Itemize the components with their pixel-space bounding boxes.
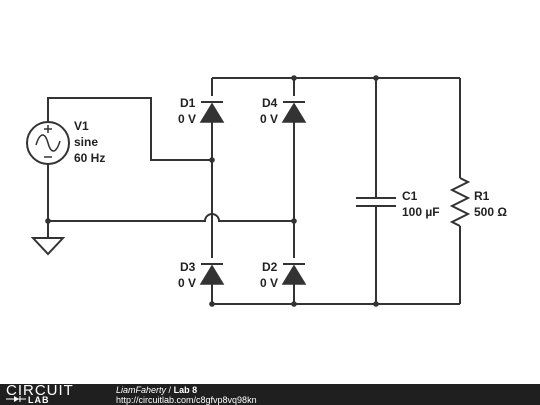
d4-name-label: D4 <box>262 96 278 110</box>
schematic-canvas: V1 sine 60 Hz D1 0 V D4 0 V D3 0 V D2 0 … <box>26 75 507 307</box>
plus-sign-icon <box>44 125 52 133</box>
diode-d3: D3 0 V <box>178 260 225 290</box>
ground-icon <box>30 237 66 256</box>
v1-name-label: V1 <box>74 119 89 133</box>
d3-value-label: 0 V <box>178 276 196 290</box>
junction-dot <box>291 301 297 307</box>
d1-name-label: D1 <box>180 96 196 110</box>
author-name[interactable]: LiamFaherty <box>116 385 167 395</box>
circuit-title[interactable]: Lab 8 <box>173 385 198 395</box>
wires <box>47 77 461 305</box>
d1-value-label: 0 V <box>178 112 196 126</box>
capacitor-c1: C1 100 µF <box>356 189 440 219</box>
diode-triangle-icon <box>199 102 225 123</box>
circuitlab-logo: CIRCUIT <box>6 382 74 399</box>
source-circle <box>26 121 70 165</box>
d3-name-label: D3 <box>180 260 196 274</box>
junction-dot <box>45 218 51 224</box>
diode-triangle-icon <box>281 264 307 285</box>
d2-name-label: D2 <box>262 260 278 274</box>
logo-diode-icon <box>6 396 26 402</box>
d4-value-label: 0 V <box>260 112 278 126</box>
c1-name-label: C1 <box>402 189 418 203</box>
junction-dot <box>209 301 215 307</box>
diode-triangle-icon <box>281 102 307 123</box>
ground-symbol <box>30 237 66 256</box>
c1-value-label: 100 µF <box>402 205 440 219</box>
r1-name-label: R1 <box>474 189 490 203</box>
circuitlab-logo-sub: LAB <box>28 395 50 405</box>
junction-dot <box>209 157 215 163</box>
junction-dot <box>291 75 297 81</box>
r1-value-label: 500 Ω <box>474 205 507 219</box>
wire-source-bottom <box>47 164 294 222</box>
diode-d1: D1 0 V <box>178 96 225 126</box>
footer-bar: CIRCUIT LAB LiamFaherty / Lab 8 http://c… <box>0 382 540 405</box>
v1-freq-label: 60 Hz <box>74 151 105 165</box>
junctions <box>45 75 379 307</box>
sine-wave-icon <box>35 134 61 152</box>
v1-type-label: sine <box>74 135 98 149</box>
junction-dot <box>291 218 297 224</box>
resistor-zigzag-icon <box>449 177 471 227</box>
junction-dot <box>373 75 379 81</box>
circuit-info: LiamFaherty / Lab 8 http://circuitlab.co… <box>116 385 257 405</box>
wire-source-top <box>47 97 212 161</box>
diode-d4: D4 0 V <box>260 96 307 126</box>
circuit-url[interactable]: http://circuitlab.com/c8gfvp8vq98kn <box>116 395 257 405</box>
voltage-source-v1: V1 sine 60 Hz <box>26 119 105 165</box>
diode-d2: D2 0 V <box>260 260 307 290</box>
d2-value-label: 0 V <box>260 276 278 290</box>
diode-triangle-icon <box>199 264 225 285</box>
resistor-r1: R1 500 Ω <box>449 177 507 227</box>
junction-dot <box>373 301 379 307</box>
title-separator: / <box>168 385 172 395</box>
